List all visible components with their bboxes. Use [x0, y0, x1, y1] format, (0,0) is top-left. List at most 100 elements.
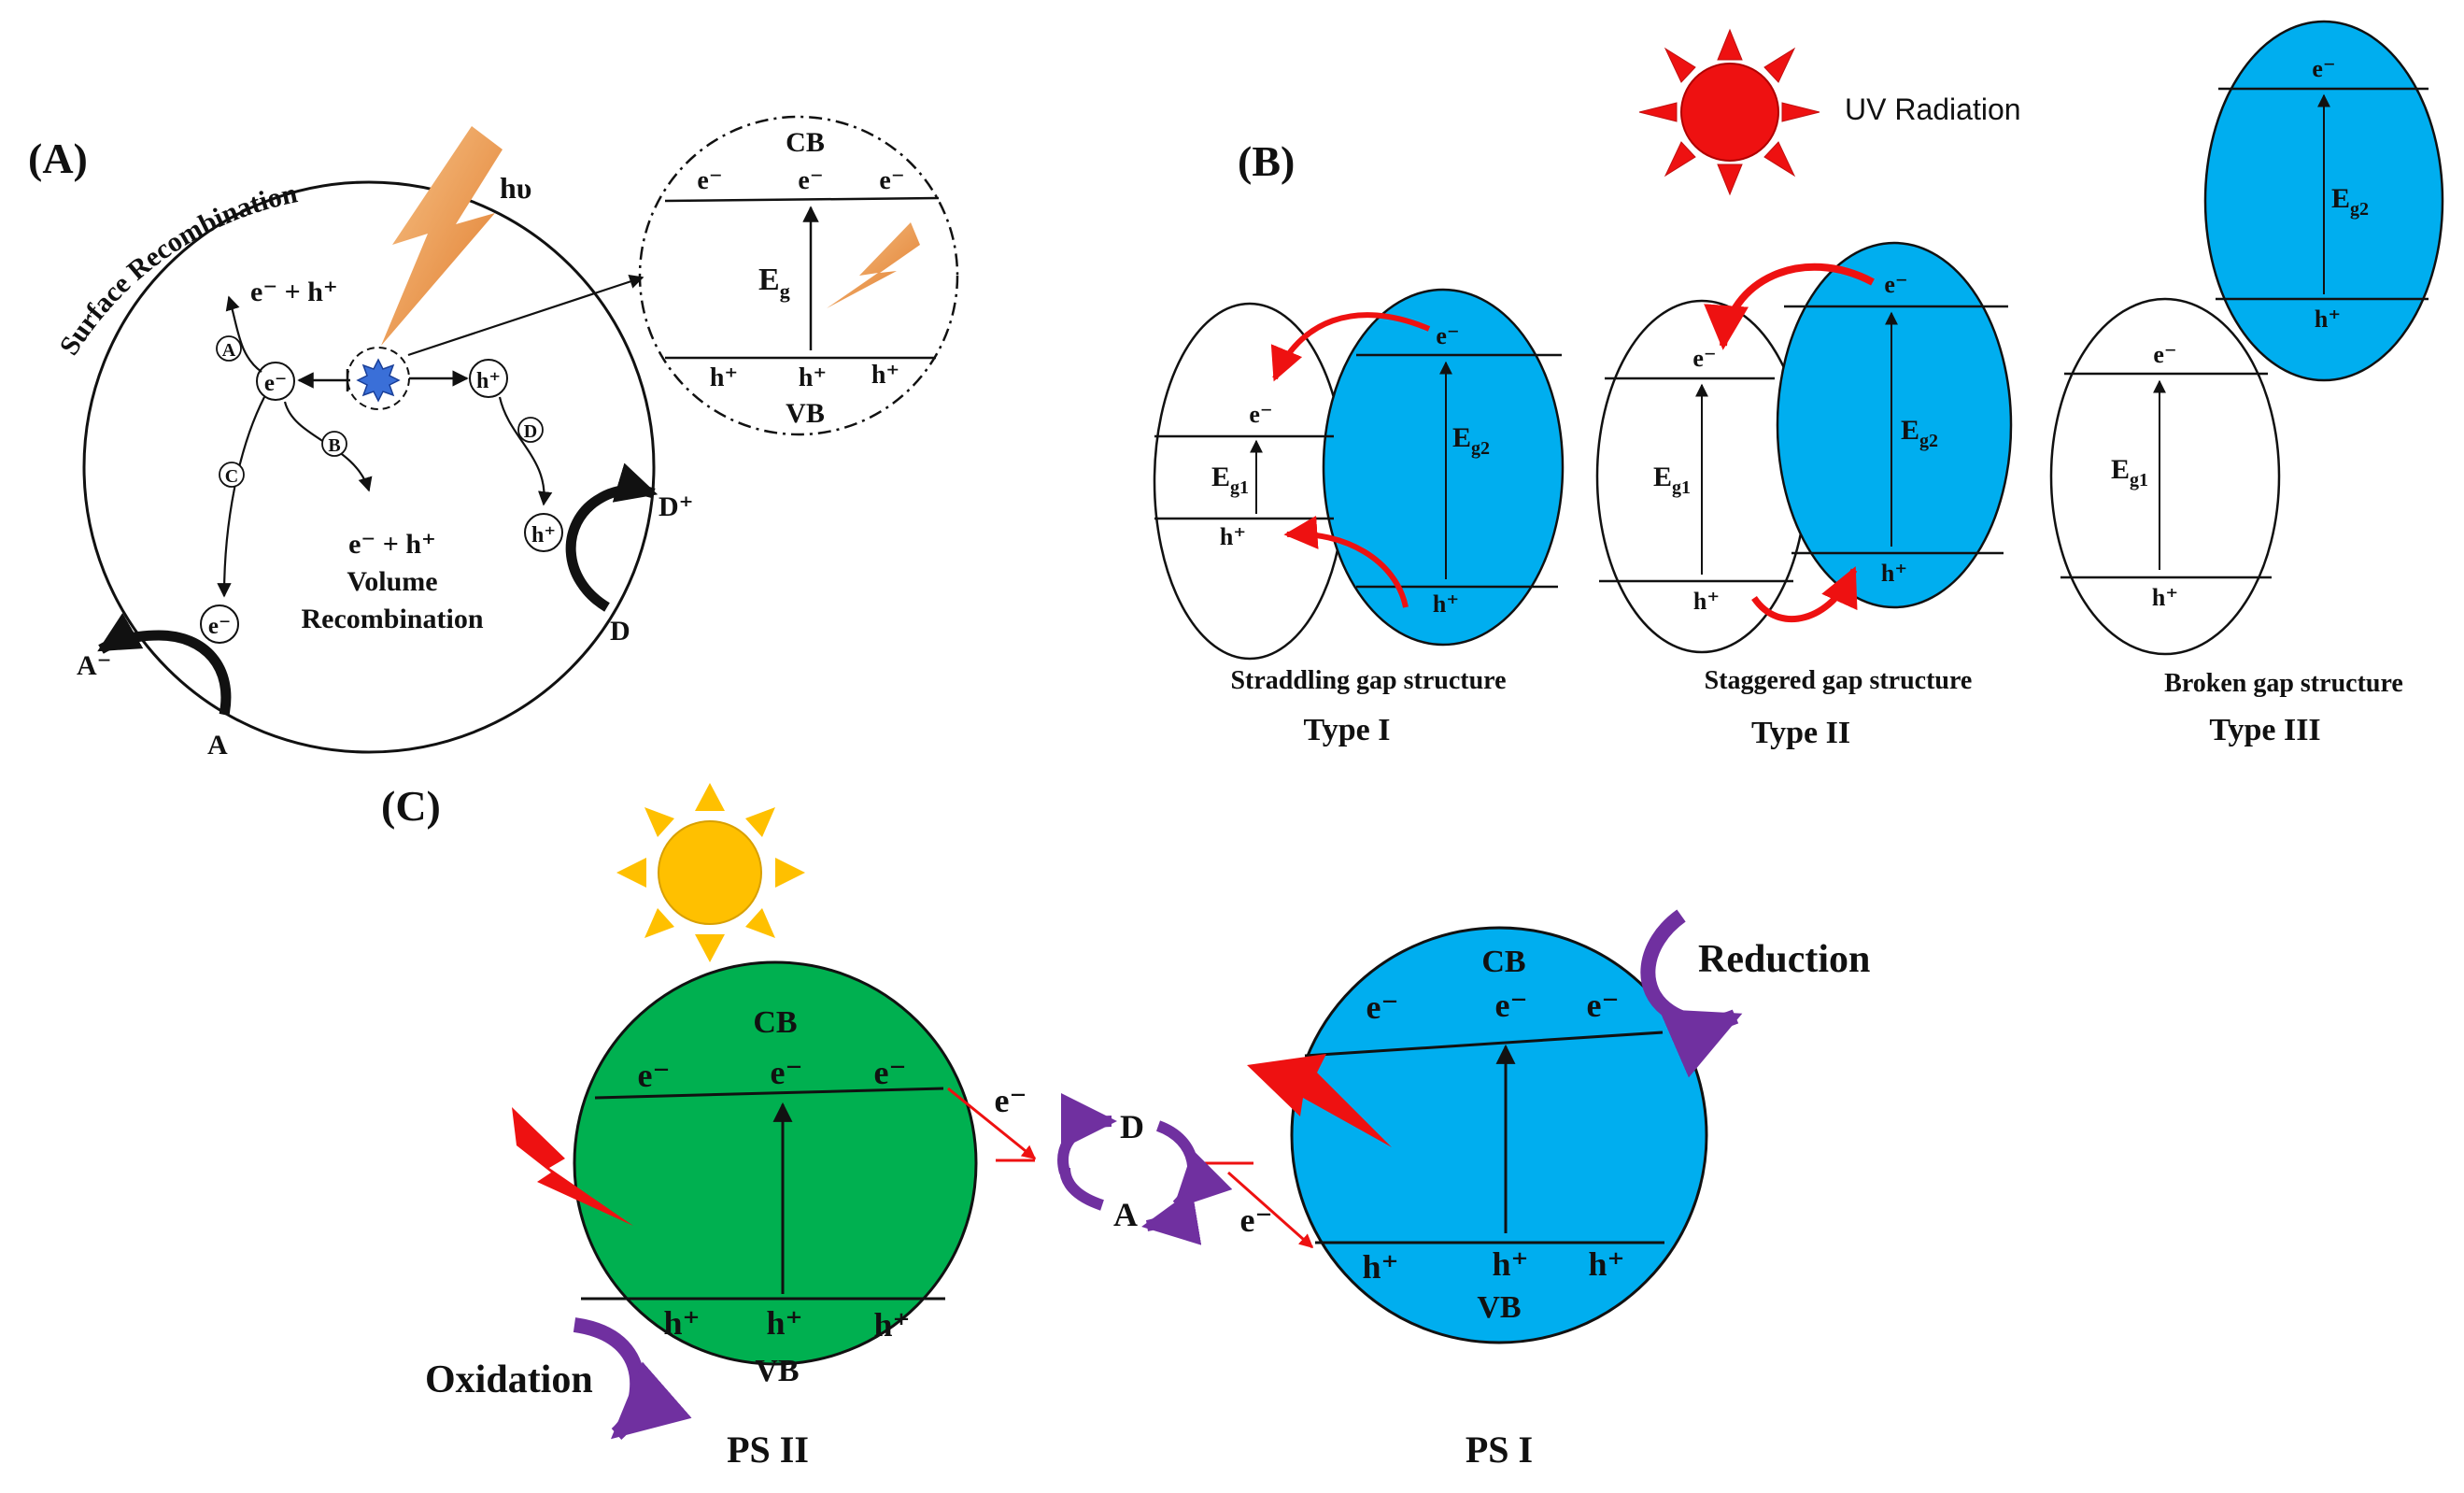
type-2-eg1: Eg1	[1653, 462, 1691, 498]
ps1-electron-in-arrow	[1227, 1171, 1314, 1249]
zoom-hole-2: h⁺	[799, 363, 827, 392]
panel-b-label: (B)	[1238, 137, 1295, 185]
mediator-cycle-arrow-left	[1059, 1167, 1105, 1211]
band-zoom-circle	[638, 115, 959, 436]
donor-ion-label: D⁺	[658, 491, 694, 522]
type-2-name: Staggered gap structure	[1705, 666, 1973, 695]
oxidation-label: Oxidation	[425, 1358, 593, 1401]
ps1-hole-2: h⁺	[1492, 1245, 1528, 1283]
panel-a: (A) Surface Recombination hυ e⁻ h⁺ A e⁻ …	[28, 115, 959, 761]
type-1-h-large: h⁺	[1433, 590, 1459, 618]
type-2-e-small: e⁻	[1692, 345, 1716, 372]
ps2-electron-1: e⁻	[638, 1057, 671, 1094]
ps2-cb-edge	[594, 1087, 944, 1100]
ps2-light-bolt-icon	[512, 1107, 633, 1226]
uv-sun-icon	[1638, 28, 1820, 196]
type-2-eg2: Eg2	[1901, 415, 1938, 451]
path-b-label: B	[328, 435, 340, 456]
surface-electron-marker	[200, 604, 239, 644]
surface-hole-marker	[524, 513, 563, 552]
type-3-name: Broken gap structure	[2164, 669, 2403, 698]
panel-c-label: (C)	[381, 782, 441, 830]
ps1-cb-label: CB	[1481, 945, 1525, 979]
acceptor-curve-arrow	[97, 613, 232, 717]
surface-pair-label: e⁻ + h⁺	[250, 277, 338, 307]
zoom-electron-2: e⁻	[798, 166, 823, 195]
type-2-h-large: h⁺	[1881, 560, 1907, 587]
ps2-circle	[573, 960, 978, 1366]
ps2-hole-1: h⁺	[663, 1304, 700, 1342]
type-1-name: Straddling gap structure	[1230, 666, 1506, 695]
excitation-star-icon	[356, 358, 401, 403]
ps1-cb-edge	[1304, 1031, 1664, 1058]
type-3-e-small: e⁻	[2153, 341, 2176, 368]
type-1-structure: e⁻ e⁻ h⁺ h⁺ Eg1 Eg2 Straddling gap struc…	[1153, 288, 1565, 747]
donor-curve-arrow	[565, 462, 658, 612]
ps2-electron-3: e⁻	[874, 1054, 907, 1091]
ps2-label: PS II	[727, 1429, 809, 1471]
ps2-hole-3: h⁺	[873, 1306, 910, 1344]
path-c-label: C	[225, 466, 238, 487]
surface-electron-label: e⁻	[208, 614, 231, 639]
type-1-e-small: e⁻	[1249, 401, 1272, 428]
particle-circle	[82, 180, 656, 754]
oxidation-curve-arrow	[573, 1317, 692, 1441]
zoom-hole-1: h⁺	[710, 363, 738, 392]
panel-a-label: (A)	[28, 135, 88, 182]
transfer-electron-left: e⁻	[995, 1082, 1027, 1119]
zoom-vb-label: VB	[786, 398, 825, 429]
acceptor-ion-label: A⁻	[77, 650, 112, 681]
ps1-electron-3: e⁻	[1587, 987, 1620, 1024]
ps1-hole-3: h⁺	[1588, 1245, 1624, 1283]
ps2-cb-label: CB	[753, 1005, 797, 1040]
zoom-cb-label: CB	[786, 127, 825, 158]
type-1-electron-transfer-arrow	[1270, 312, 1431, 382]
path-d-arrow	[498, 396, 553, 506]
ps1-light-bolt-icon	[1247, 1054, 1392, 1147]
hole-marker-label: h⁺	[476, 369, 501, 393]
type-1-h-small: h⁺	[1220, 523, 1246, 550]
acceptor-label: A	[207, 730, 228, 761]
type-3-e-large: e⁻	[2312, 55, 2335, 82]
ps2-electron-2: e⁻	[771, 1054, 803, 1091]
sun-icon	[616, 783, 805, 962]
type-2-label: Type II	[1751, 716, 1850, 750]
type-2-structure: e⁻ e⁻ h⁺ h⁺ Eg1 Eg2 Staggered gap struct…	[1595, 241, 2013, 750]
type-1-label: Type I	[1304, 713, 1391, 747]
ps1-circle	[1290, 926, 1708, 1344]
mediator-donor-label: D	[1120, 1108, 1144, 1145]
type-2-electron-transfer-arrow	[1704, 263, 1875, 350]
ps1-hole-1: h⁺	[1362, 1248, 1398, 1286]
ps2-hole-2: h⁺	[766, 1304, 802, 1342]
hv-label: hυ	[500, 171, 531, 205]
hole-marker	[469, 359, 508, 398]
surface-hole-label: h⁺	[531, 523, 556, 547]
type-1-eg1: Eg1	[1211, 462, 1249, 498]
light-bolt-icon	[381, 126, 503, 346]
zoom-electron-1: e⁻	[697, 166, 722, 195]
volume-label: Volume	[347, 566, 437, 597]
path-a-label: A	[222, 340, 236, 361]
donor-label: D	[610, 616, 630, 647]
path-a-arrow	[225, 295, 262, 373]
surface-recombination-label: Surface Recombination	[53, 178, 300, 361]
type-3-structure: e⁻ h⁺ Eg2 e⁻ h⁺ Eg1 Broken gap structure…	[2049, 20, 2444, 747]
ps2-vb-label: VB	[755, 1354, 799, 1388]
ps1-electron-2: e⁻	[1495, 987, 1528, 1024]
mediator-cycle-arrow-top	[1057, 1093, 1117, 1174]
volume-pair-label: e⁻ + h⁺	[348, 529, 436, 560]
reduction-curve-arrow	[1640, 909, 1743, 1078]
zoom-electron-3: e⁻	[879, 166, 904, 195]
electron-marker	[256, 362, 295, 401]
type-1-hole-transfer-arrow	[1283, 515, 1409, 608]
zoom-hole-3: h⁺	[871, 361, 899, 390]
ps2-electron-out-arrow	[947, 1087, 1037, 1160]
uv-radiation-label: UV Radiation	[1845, 92, 2021, 126]
zoom-cb-edge	[664, 196, 940, 203]
path-d-label: D	[524, 421, 537, 442]
ps1-electron-1: e⁻	[1367, 988, 1399, 1026]
path-c-arrow	[217, 396, 265, 598]
type-3-h-large: h⁺	[2315, 306, 2341, 333]
mediator-cycle-arrow-bottom	[1141, 1189, 1202, 1245]
